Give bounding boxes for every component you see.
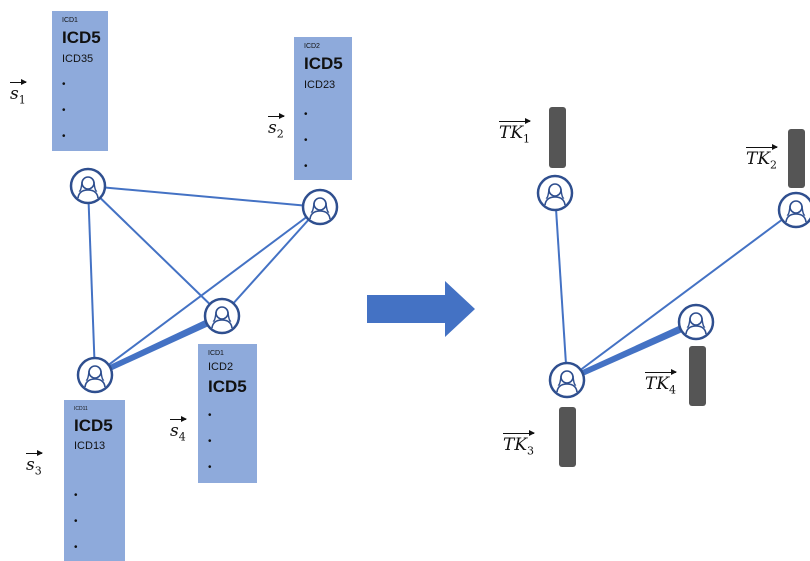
token-label-tk3: TK3 bbox=[503, 430, 536, 458]
token-bar-tk2 bbox=[788, 129, 805, 188]
card-line: ICD11 bbox=[74, 406, 88, 412]
edge-2-4 bbox=[221, 206, 321, 317]
feature-card-s2: ICD2 ICD5 ICD23 • • • bbox=[294, 37, 352, 180]
card-line: ICD35 bbox=[62, 53, 94, 65]
user-icon bbox=[677, 303, 715, 341]
card-dot: • bbox=[74, 542, 78, 553]
user-icon bbox=[203, 297, 241, 335]
token-label-tk2: TK2 bbox=[746, 144, 779, 172]
edge-1-4 bbox=[87, 185, 223, 317]
vector-label-s2: s2 bbox=[268, 113, 285, 141]
user-icon bbox=[69, 167, 107, 205]
edge-r-1-3 bbox=[554, 192, 568, 381]
card-line: ICD1 bbox=[62, 17, 78, 24]
card-line: ICD2 bbox=[304, 43, 320, 50]
edge-1-3 bbox=[87, 185, 96, 376]
vector-label-s4: s4 bbox=[170, 416, 187, 444]
token-label-tk1: TK1 bbox=[499, 118, 532, 146]
card-dot: • bbox=[62, 131, 66, 142]
card-line: ICD23 bbox=[304, 79, 336, 91]
right-arrow-icon bbox=[367, 281, 475, 337]
card-dot: • bbox=[304, 109, 308, 120]
card-dot: • bbox=[304, 135, 308, 146]
feature-card-s1: ICD1 ICD5 ICD35 • • • bbox=[52, 11, 108, 151]
card-dot: • bbox=[208, 410, 212, 421]
user-icon bbox=[548, 361, 586, 399]
card-line: ICD5 bbox=[74, 416, 113, 435]
card-dot: • bbox=[74, 516, 78, 527]
edge-1-2 bbox=[87, 185, 321, 208]
edge-3-4 bbox=[95, 312, 222, 378]
token-label-tk4: TK4 bbox=[645, 369, 678, 397]
card-dot: • bbox=[62, 105, 66, 116]
token-bar-tk4 bbox=[689, 346, 706, 406]
user-icon bbox=[777, 191, 810, 229]
card-line: ICD1 bbox=[208, 350, 224, 357]
card-line: ICD5 bbox=[304, 54, 343, 73]
card-dot: • bbox=[74, 490, 78, 501]
card-line: ICD2 bbox=[208, 361, 234, 373]
edge-r-4-3 bbox=[567, 318, 696, 383]
feature-card-s3: ICD11 ICD5 ICD13 • • • bbox=[64, 400, 125, 561]
edge-2-3 bbox=[94, 206, 321, 376]
card-line: ICD5 bbox=[208, 377, 247, 396]
left-edges bbox=[87, 185, 321, 378]
card-dot: • bbox=[304, 161, 308, 172]
right-edges bbox=[554, 192, 796, 383]
card-line: ICD5 bbox=[62, 28, 101, 47]
token-bar-tk1 bbox=[549, 107, 566, 168]
card-line: ICD13 bbox=[74, 440, 106, 452]
token-bar-tk3 bbox=[559, 407, 576, 467]
user-icon bbox=[76, 356, 114, 394]
user-icon bbox=[536, 174, 574, 212]
card-dot: • bbox=[208, 462, 212, 473]
user-icon bbox=[301, 188, 339, 226]
card-dot: • bbox=[62, 79, 66, 90]
edge-r-2-3 bbox=[566, 209, 796, 381]
vector-label-s1: s1 bbox=[10, 79, 27, 107]
vector-label-s3: s3 bbox=[26, 450, 43, 478]
card-dot: • bbox=[208, 436, 212, 447]
feature-card-s4: ICD1 ICD2 ICD5 • • • bbox=[198, 344, 257, 483]
